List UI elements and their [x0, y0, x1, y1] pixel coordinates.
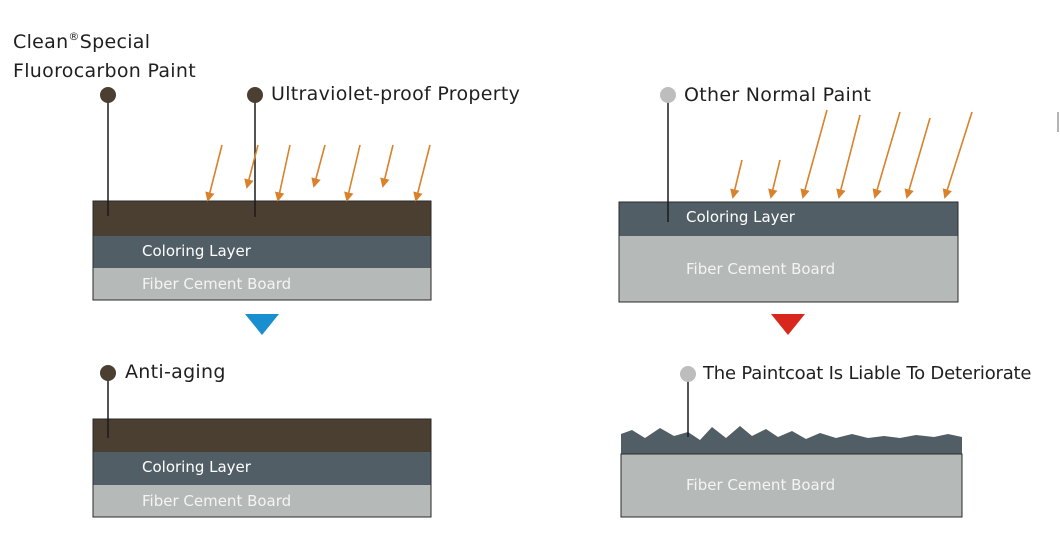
uv-arrows-left [205, 144, 431, 202]
uv-arrow [942, 111, 973, 199]
brand-dot [100, 87, 116, 103]
uv-arrow [413, 144, 431, 202]
other-normal-paint-title: Other Normal Paint [684, 84, 872, 106]
uv-arrow [274, 144, 291, 202]
fiber-board-left-top [93, 268, 431, 300]
brand-name-prefix: Clean [13, 31, 69, 53]
uv-arrow [800, 109, 828, 199]
fiber-board-label-right-bottom: Fiber Cement Board [686, 476, 836, 494]
uv-arrow [380, 144, 394, 188]
brand-name-suffix: Special [79, 31, 151, 53]
stack-outline-left-top [92, 200, 432, 301]
topcoat-layer-left-top [93, 201, 431, 236]
coloring-layer-left-bottom [93, 452, 431, 485]
topcoat-layer-left-bottom [93, 419, 431, 452]
coloring-layer-label-left-top: Coloring Layer [142, 242, 251, 260]
fiber-board-outline-right-bottom [620, 453, 963, 518]
fiber-board-right-bottom [621, 454, 962, 517]
brand-product-line: Fluorocarbon Paint [13, 60, 196, 82]
stack-outline-right-top [618, 201, 959, 303]
coloring-layer-label-left-bottom: Coloring Layer [142, 458, 251, 476]
uv-property-label: Ultraviolet-proof Property [271, 83, 521, 105]
uv-arrow [344, 144, 361, 202]
fiber-board-label-left-bottom: Fiber Cement Board [142, 492, 292, 510]
uv-arrow [904, 117, 931, 199]
deteriorate-dot [680, 366, 696, 382]
uv-arrow [836, 114, 861, 199]
fiber-board-right-top [619, 236, 958, 302]
anti-aging-label: Anti-aging [125, 361, 226, 383]
indicator-bad-icon [771, 314, 805, 335]
brand-name: Clean®Special Fluorocarbon Paint [13, 29, 196, 84]
fiber-board-label-right-top: Fiber Cement Board [686, 260, 836, 278]
uv-arrow [872, 111, 901, 199]
uv-arrow [205, 144, 223, 202]
uv-dot [247, 87, 263, 103]
uv-arrow [244, 144, 259, 189]
deteriorated-coating [621, 426, 962, 454]
fiber-board-label-left-top: Fiber Cement Board [142, 275, 292, 293]
fiber-board-left-bottom [93, 485, 431, 517]
uv-arrow [768, 159, 781, 199]
uv-arrow [730, 159, 743, 199]
coloring-layer-left-top [93, 236, 431, 268]
coloring-layer-right-top [619, 202, 958, 236]
coloring-layer-label-right-top: Coloring Layer [686, 208, 795, 226]
registered-mark: ® [68, 30, 80, 43]
normal-paint-dot [660, 87, 676, 103]
anti-aging-dot [100, 365, 116, 381]
uv-arrows-right [730, 109, 973, 199]
deteriorate-label: The Paintcoat Is Liable To Deteriorate [703, 363, 1032, 384]
stack-outline-left-bottom [92, 418, 432, 518]
indicator-good-icon [245, 314, 279, 335]
uv-arrow [311, 144, 326, 188]
